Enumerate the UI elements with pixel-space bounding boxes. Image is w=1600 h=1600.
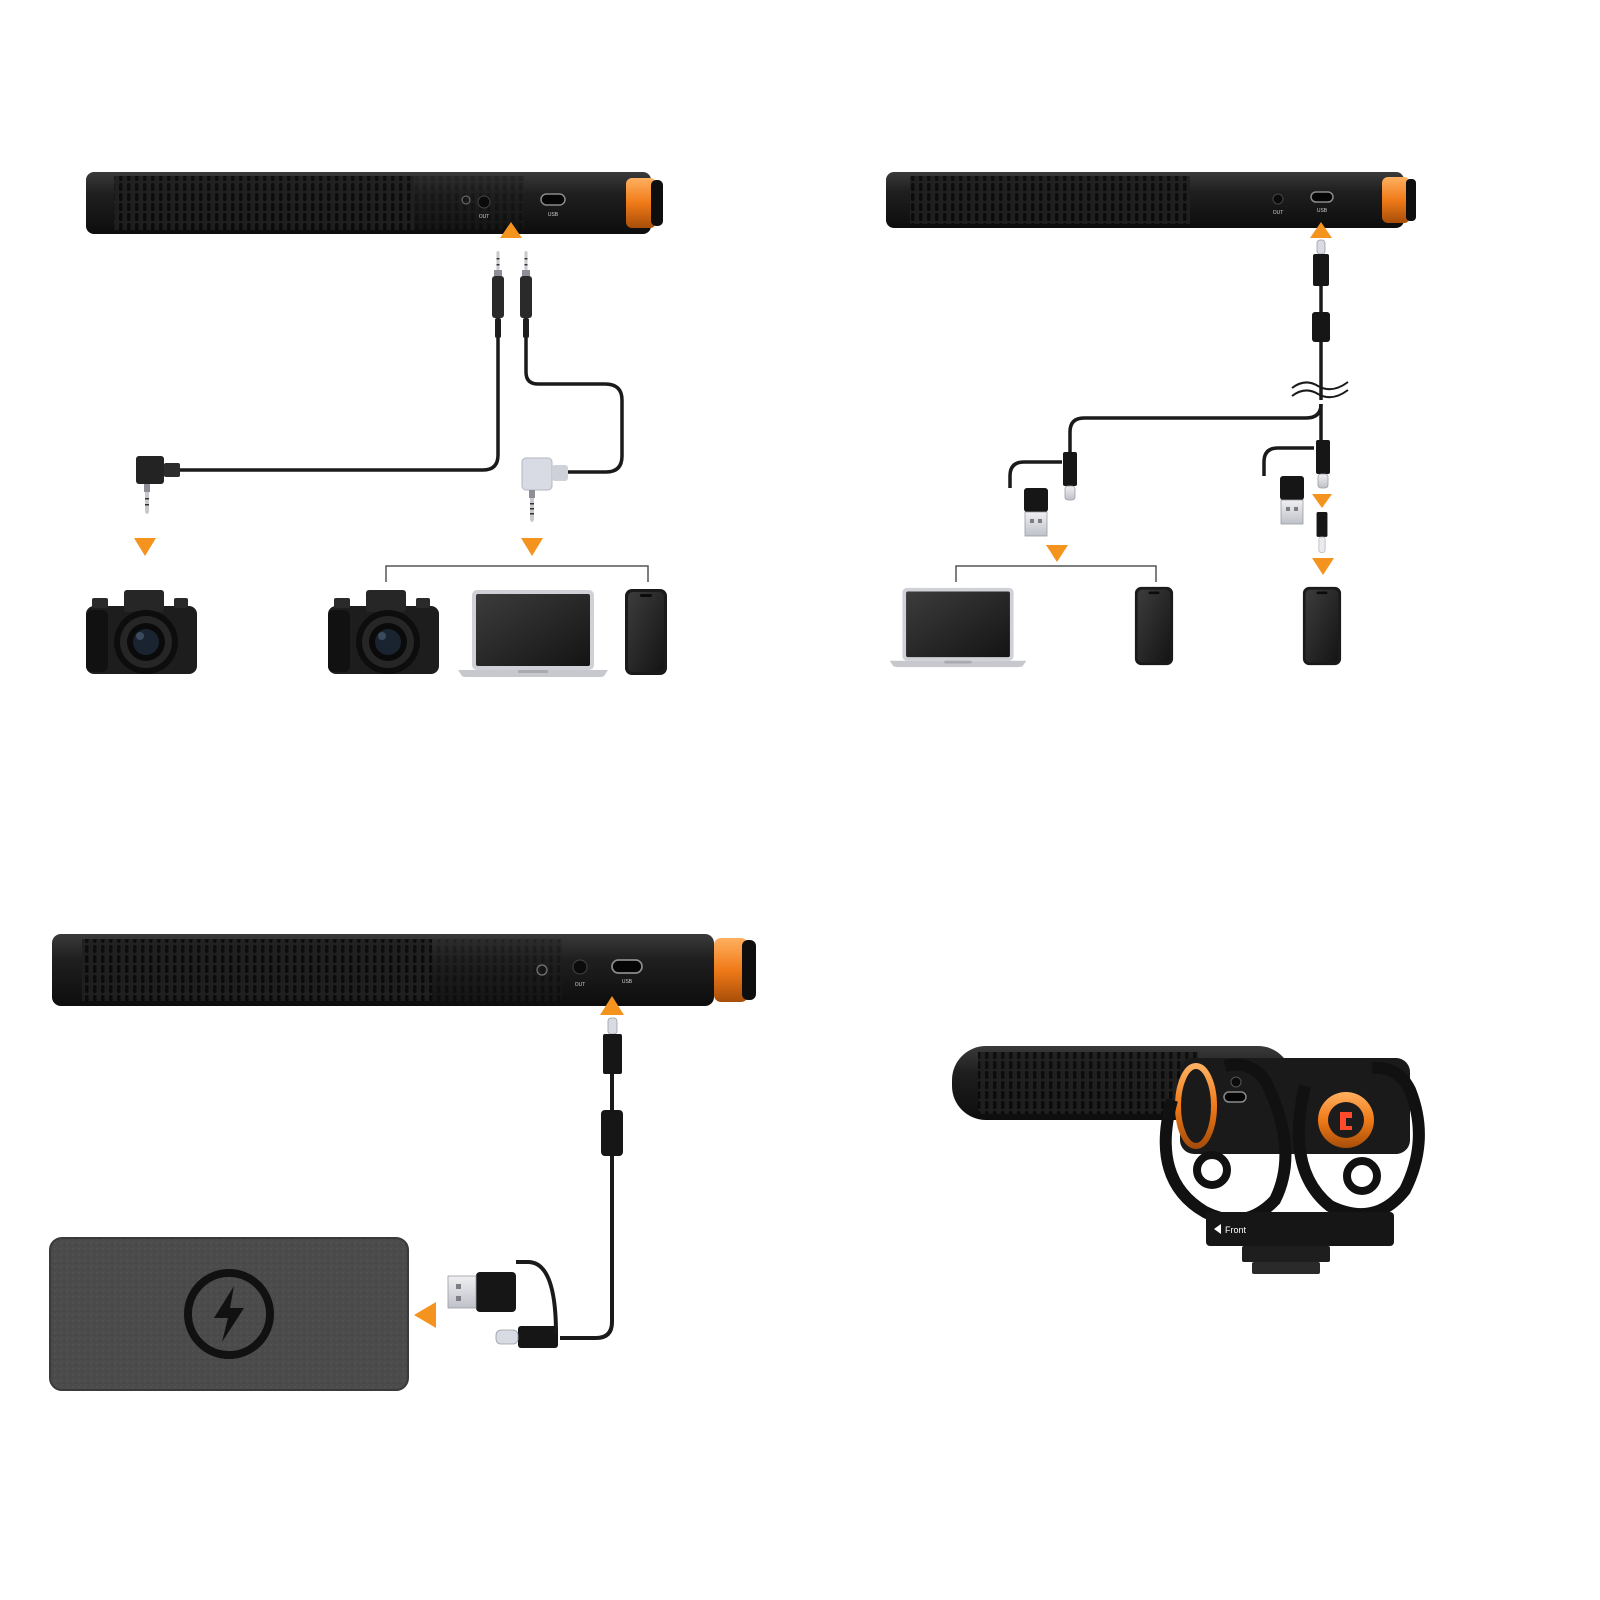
smartphone-icon [625, 589, 667, 675]
cable-break-mark [1291, 381, 1349, 391]
microphone-body-2: OUT USB [886, 172, 1416, 228]
trs-plug-1 [492, 251, 504, 338]
usb-port [540, 193, 566, 206]
out-port [572, 959, 588, 975]
usb-c-plug [1313, 254, 1329, 286]
ferrite-bead [601, 1110, 623, 1156]
shock-mount-right [1292, 1061, 1425, 1220]
usb-c-plug [495, 1329, 519, 1345]
out-port [477, 195, 491, 209]
laptop-icon [458, 590, 608, 677]
out-port-label: OUT [1273, 210, 1284, 216]
diagram-usb-output [889, 222, 1349, 668]
smartphone-icon [1302, 586, 1342, 666]
laptop-icon [889, 587, 1027, 668]
arrow-up-icon [1310, 222, 1332, 238]
cable-usb-splitter [1068, 403, 1323, 452]
usb-port-label: USB [548, 212, 559, 218]
device-group-bracket [955, 565, 1157, 582]
arrow-down-icon [521, 538, 543, 556]
orange-ring [626, 178, 656, 228]
microphone-body-1: OUT USB [86, 172, 663, 234]
mounted-microphone: Front [952, 1046, 1425, 1274]
orange-ring [714, 938, 748, 1002]
arrow-up-icon [500, 222, 522, 238]
lightning-bolt-icon [184, 1269, 274, 1359]
out-port [1272, 193, 1284, 205]
arrow-down-icon [134, 538, 156, 556]
usb-c-plug [1062, 452, 1078, 501]
usb-a-plug [1279, 476, 1305, 525]
cable-usb-c-to-usb-a [560, 1156, 614, 1340]
arrow-down-icon [1046, 545, 1068, 562]
shock-mount-left [1159, 1058, 1292, 1226]
cold-shoe-foot [1252, 1262, 1320, 1274]
ferrite-bead [1312, 312, 1330, 342]
arrow-down-icon [1312, 494, 1332, 508]
camera-icon [328, 590, 439, 674]
angled-plug-1 [136, 456, 164, 484]
usb-a-plug [447, 1275, 477, 1309]
lightning-adapter [1316, 512, 1328, 553]
usb-port-label: USB [622, 979, 633, 985]
arrow-left-icon [414, 1302, 436, 1328]
out-port-label: OUT [575, 982, 586, 988]
orange-ring [1382, 177, 1410, 223]
trs-plug-2 [520, 251, 532, 338]
usb-port [1310, 191, 1334, 203]
arrow-down-icon [1312, 558, 1334, 575]
out-port-label: OUT [479, 214, 490, 220]
cable-trs-to-trs [178, 338, 500, 472]
usb-c-plug [603, 1034, 622, 1074]
arrow-up-icon [600, 996, 624, 1015]
diagram-charging [49, 996, 624, 1391]
diagram-trs-output [86, 222, 667, 677]
cable-trs-to-trrs [524, 338, 624, 474]
microphone-body-3: OUT USB [52, 934, 756, 1006]
mount-base [1206, 1212, 1394, 1246]
device-group-bracket [385, 565, 649, 582]
angled-plug-trrs [521, 457, 553, 491]
usb-port [611, 959, 643, 974]
usb-port-label: USB [1317, 208, 1328, 214]
usb-a-plug [1023, 488, 1049, 537]
usb-c-plug [1315, 440, 1331, 489]
smartphone-icon [1134, 586, 1174, 666]
camera-icon [86, 590, 197, 674]
front-label: Front [1225, 1225, 1247, 1235]
